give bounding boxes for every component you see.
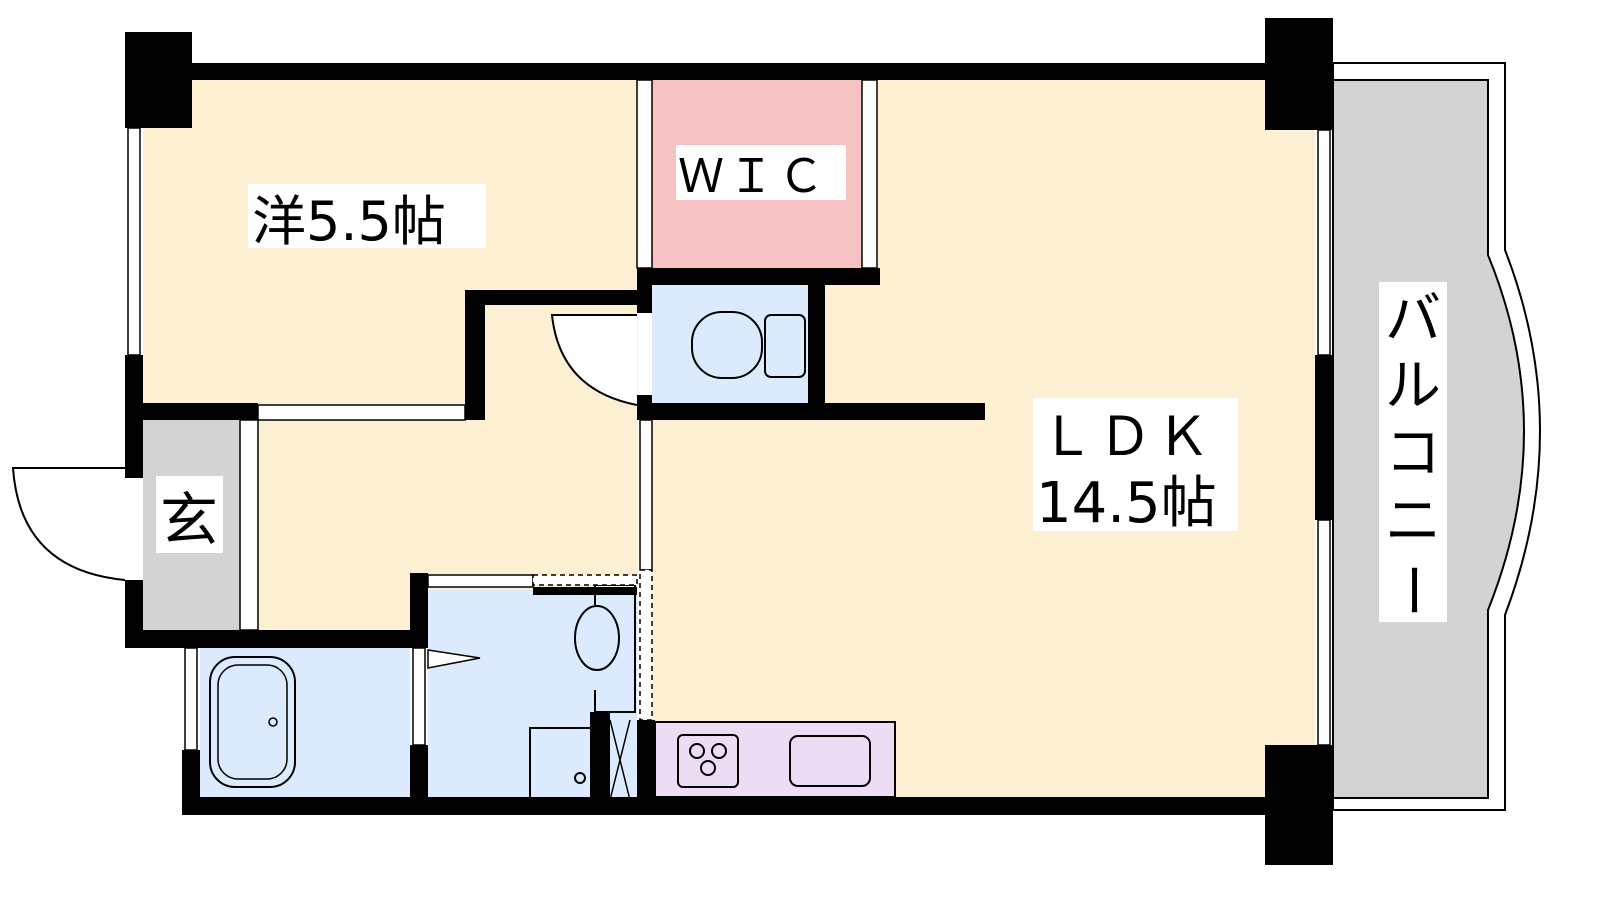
svg-text:バ: バ [1385,287,1441,352]
svg-text:ー: ー [1379,562,1444,618]
room-label-entrance: 玄 [160,486,218,554]
room-label-balcony: バ ル コ ニ ー [1379,287,1444,618]
room-label-western: 洋5.5帖 [252,190,446,253]
door-swing-bath [427,649,481,669]
washbasin-icon [574,605,620,671]
walls [125,18,1333,865]
bathtub-icon [209,656,296,788]
window-frames [127,79,1331,751]
toilet-icon [691,311,763,379]
entrance-door [11,467,126,581]
room-label-ldk-size: 14.5帖 [1036,471,1217,536]
sink-icon [789,735,871,787]
stove-icon [677,734,739,788]
svg-text:コ: コ [1385,421,1441,486]
svg-text:ニ: ニ [1385,489,1441,554]
bath-floor [200,648,410,798]
room-label-wic: ＷＩＣ [678,149,828,203]
svg-text:ル: ル [1385,354,1441,419]
room-label-ldk: ＬＤＫ [1040,405,1214,468]
toilet-floor [652,285,808,405]
toilet-door [550,314,638,406]
